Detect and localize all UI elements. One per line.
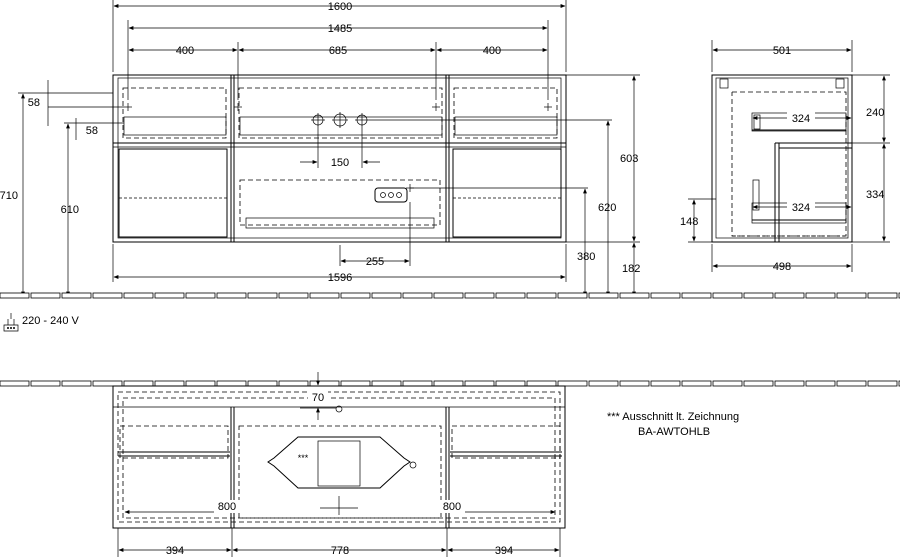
dim-255: 255 [366, 256, 384, 268]
dim-800-right: 800 [443, 501, 461, 513]
dim-1600: 1600 [328, 1, 352, 13]
voltage-label: 220 - 240 V [22, 315, 79, 327]
cutout-note-line2: BA-AWTOHLB [638, 426, 711, 438]
front-cabinet-outline [112, 74, 567, 243]
dim-498: 498 [773, 261, 791, 273]
dim-182: 182 [622, 263, 640, 275]
dim-58-b: 58 [86, 125, 98, 137]
dim-778: 778 [331, 545, 349, 557]
dim-620: 620 [598, 202, 616, 214]
dim-610: 610 [61, 204, 79, 216]
dim-400-right: 400 [483, 45, 501, 57]
dim-324-lower: 324 [792, 202, 810, 214]
side-cabinet-outline [711, 74, 853, 243]
dim-150: 150 [331, 157, 349, 169]
dim-501: 501 [773, 45, 791, 57]
top-cabinet-outline [112, 385, 566, 529]
dim-400-left: 400 [176, 45, 194, 57]
dim-240: 240 [866, 107, 884, 119]
dim-394-left: 394 [166, 545, 184, 557]
floor-strip [0, 292, 900, 299]
dim-394-right: 394 [495, 545, 513, 557]
dim-603: 603 [620, 153, 638, 165]
dim-70: 70 [312, 392, 324, 404]
front-view: 1600 1485 400 685 400 58 58 710 610 150 [0, 0, 640, 297]
dim-58-a: 58 [28, 97, 40, 109]
side-view: 501 324 324 240 334 148 498 [680, 40, 890, 273]
top-view: *** 70 800 800 394 778 394 [0, 372, 900, 557]
dim-324-upper: 324 [792, 113, 810, 125]
dim-800-left: 800 [218, 501, 236, 513]
basin-cutout [267, 436, 411, 489]
dim-148: 148 [680, 216, 698, 228]
cutout-note-line1: *** Ausschnitt lt. Zeichnung [607, 411, 740, 423]
dim-334: 334 [866, 189, 884, 201]
cutout-marker: *** [298, 453, 309, 463]
wall-strip [0, 380, 900, 387]
dim-685: 685 [329, 45, 347, 57]
dim-1596: 1596 [328, 272, 352, 284]
power-socket-icon [3, 313, 19, 332]
dim-380: 380 [577, 251, 595, 263]
dim-710: 710 [0, 190, 18, 202]
dim-1485: 1485 [328, 23, 352, 35]
